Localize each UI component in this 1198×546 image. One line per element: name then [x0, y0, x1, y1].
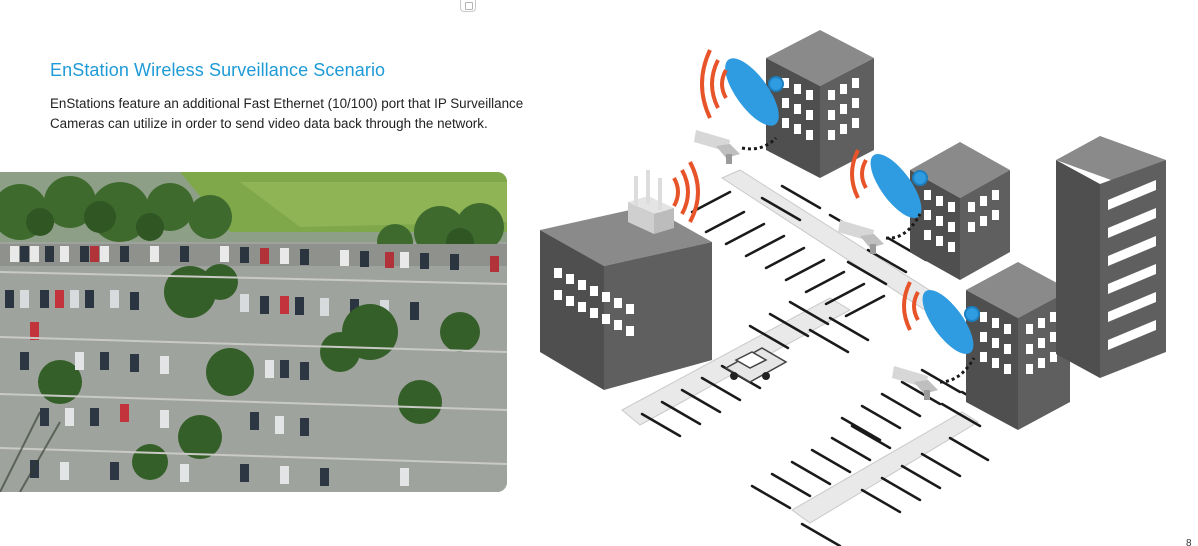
page-description: EnStations feature an additional Fast Et… — [50, 96, 524, 131]
aerial-parking-photo — [0, 172, 507, 492]
page-title: EnStation Wireless Surveillance Scenario — [50, 60, 386, 80]
surveillance-scenario-diagram — [540, 30, 1166, 546]
page-number: 8 — [1186, 538, 1192, 546]
office-building-icon — [910, 142, 1010, 280]
parking-space-marks — [640, 184, 1002, 546]
office-building-icon — [966, 262, 1070, 430]
wireless-signal-icon — [700, 49, 728, 119]
ip-camera-icon — [838, 213, 922, 254]
parking-lane-strip — [791, 411, 979, 524]
enstation-antenna-icon — [922, 290, 980, 354]
wireless-signal-icon — [902, 281, 920, 331]
ip-camera-icon — [892, 357, 976, 400]
parking-lane-strip — [621, 297, 852, 426]
rooftop-base-station-icon — [628, 170, 674, 234]
car-icon — [724, 347, 788, 383]
page-edge-tab — [460, 0, 476, 12]
wireless-signal-icon — [850, 149, 868, 199]
ip-camera-icon — [694, 130, 778, 164]
enstation-antenna-icon — [725, 58, 784, 126]
office-building-icon — [540, 206, 712, 390]
enstation-antenna-icon — [870, 154, 928, 218]
wireless-signal-icon — [672, 161, 700, 223]
tall-tower-building-icon — [1056, 136, 1166, 378]
office-building-icon — [766, 30, 874, 178]
